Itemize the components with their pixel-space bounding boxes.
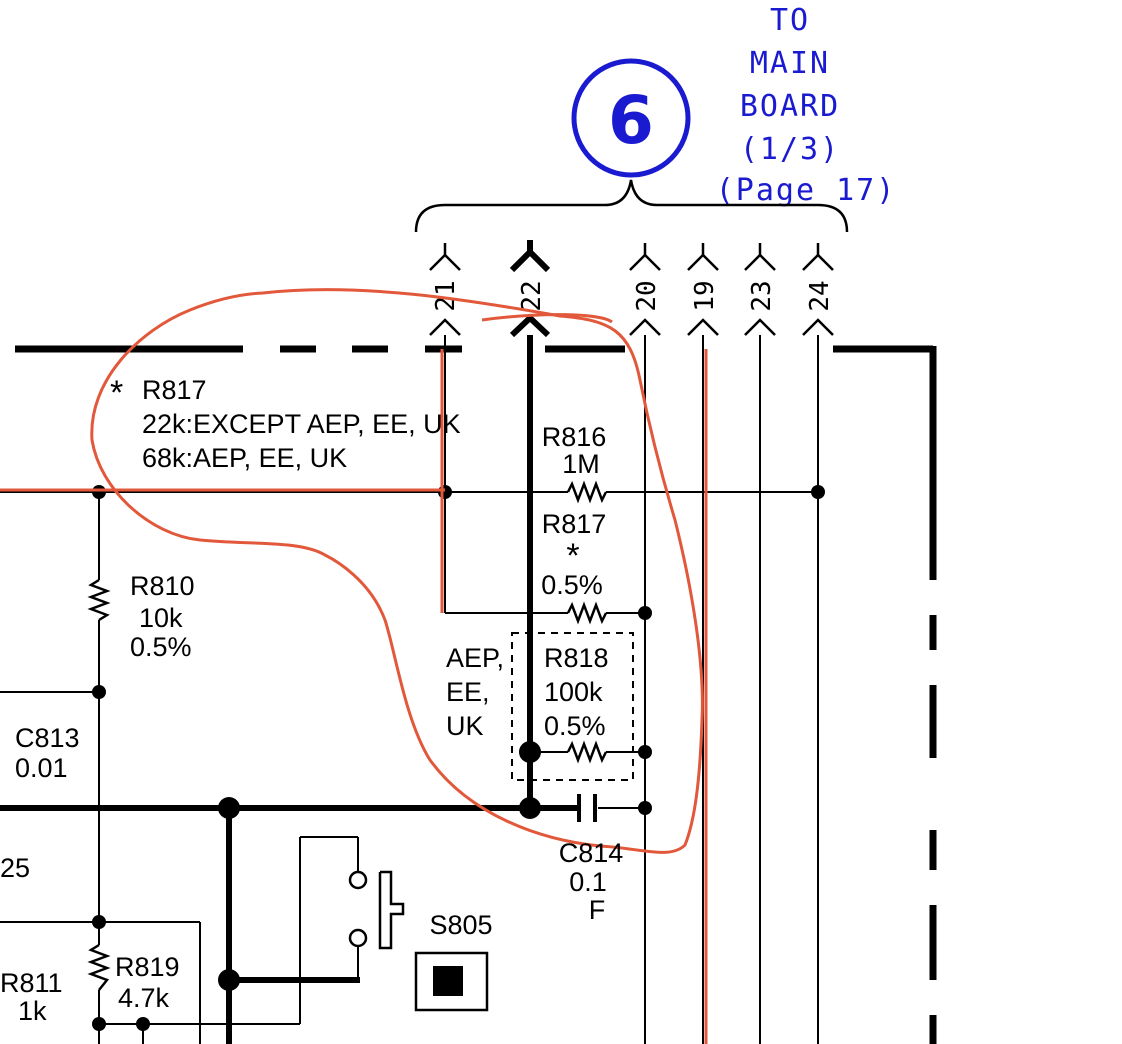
c814-unit: F <box>589 895 606 925</box>
s805-fill <box>433 966 463 996</box>
r819-value: 4.7k <box>118 983 170 1013</box>
r818-value: 100k <box>544 677 603 707</box>
r818-region-line-3: UK <box>446 711 484 741</box>
connector-number: 6 <box>608 82 654 159</box>
pin-24-label: 24 <box>805 280 835 311</box>
connector-number-circle <box>571 58 691 178</box>
r811-ref: R811 <box>0 968 63 998</box>
s805-ref: S805 <box>429 910 492 940</box>
note-block: * R817 22k:EXCEPT AEP, EE, UK 68k:AEP, E… <box>110 374 461 473</box>
switch-actuator <box>378 870 405 950</box>
switch-contact-bottom <box>348 928 368 948</box>
c813-value: 0.01 <box>15 753 68 783</box>
connector-label: 6 TO MAIN BOARD (1/3) (Page 17) <box>571 3 897 208</box>
r818-region-line-1: AEP, <box>446 643 504 673</box>
c813-ref: C813 <box>15 723 80 753</box>
pin-20-label: 20 <box>632 280 662 311</box>
pin-23-bottom-chevron <box>744 318 776 336</box>
pin-20-bottom-chevron <box>629 318 661 336</box>
r818-region-box <box>511 632 634 781</box>
pin-group-brace <box>414 179 849 233</box>
pin-19-top-chevron <box>687 253 719 271</box>
pin-22-bottom-chevron <box>509 313 551 338</box>
pin-24-top-chevron <box>802 253 834 271</box>
s805-switch <box>348 870 405 950</box>
r818-ref: R818 <box>544 643 609 673</box>
dest-line-3: BOARD <box>740 89 840 124</box>
pin-21-bottom-chevron <box>429 318 461 336</box>
pin-24-bottom-chevron <box>802 318 834 336</box>
r811-value: 1k <box>18 996 47 1026</box>
switch-contact-top <box>348 870 368 890</box>
pin-21-top-chevron <box>429 253 461 271</box>
r817-tol: 0.5% <box>541 570 603 600</box>
pin-22-top-chevron <box>509 247 551 273</box>
highlight-loop-upper <box>481 313 613 324</box>
partial-label-25: 25 <box>0 853 30 883</box>
pin-19-label: 19 <box>690 280 720 311</box>
r817-asterisk: * <box>566 537 579 575</box>
connector-pins <box>429 240 834 338</box>
pin-22-label: 22 <box>517 280 547 311</box>
r810-tol: 0.5% <box>130 632 192 662</box>
dest-line-5: (Page 17) <box>716 173 897 208</box>
board-boundary <box>15 345 937 1044</box>
dest-line-4: (1/3) <box>740 132 840 167</box>
dest-line-2: MAIN <box>750 46 830 81</box>
r816-resistor <box>566 480 608 504</box>
note-line-2: 68k:AEP, EE, UK <box>142 443 347 473</box>
r817-ref: R817 <box>542 509 607 539</box>
c814-capacitor <box>577 794 597 822</box>
wires <box>0 335 819 1044</box>
c814-value: 0.1 <box>569 867 607 897</box>
r819-ref: R819 <box>115 952 180 982</box>
pin-19-bottom-chevron <box>687 318 719 336</box>
r810-value: 10k <box>139 603 183 633</box>
dest-line-1: TO <box>770 3 810 38</box>
r810-resistor <box>87 578 111 622</box>
note-ref: R817 <box>142 375 207 405</box>
s805-symbol <box>414 951 489 1012</box>
c814-ref: C814 <box>559 838 624 868</box>
r817-resistor <box>566 601 608 625</box>
r818-region-line-2: EE, <box>446 677 490 707</box>
r818-resistor <box>566 740 608 764</box>
r816-ref: R816 <box>542 422 607 452</box>
junctions <box>92 485 825 1031</box>
r818-tol: 0.5% <box>544 711 606 741</box>
r816-value: 1M <box>562 449 600 479</box>
pin-23-top-chevron <box>744 253 776 271</box>
note-line-1: 22k:EXCEPT AEP, EE, UK <box>142 409 461 439</box>
r810-ref: R810 <box>130 571 195 601</box>
note-asterisk: * <box>110 374 123 412</box>
highlight-loop <box>90 288 704 854</box>
pin-20-top-chevron <box>629 253 661 271</box>
pin-23-label: 23 <box>747 280 777 311</box>
red-highlights <box>0 288 708 1044</box>
r819-resistor <box>87 943 111 991</box>
